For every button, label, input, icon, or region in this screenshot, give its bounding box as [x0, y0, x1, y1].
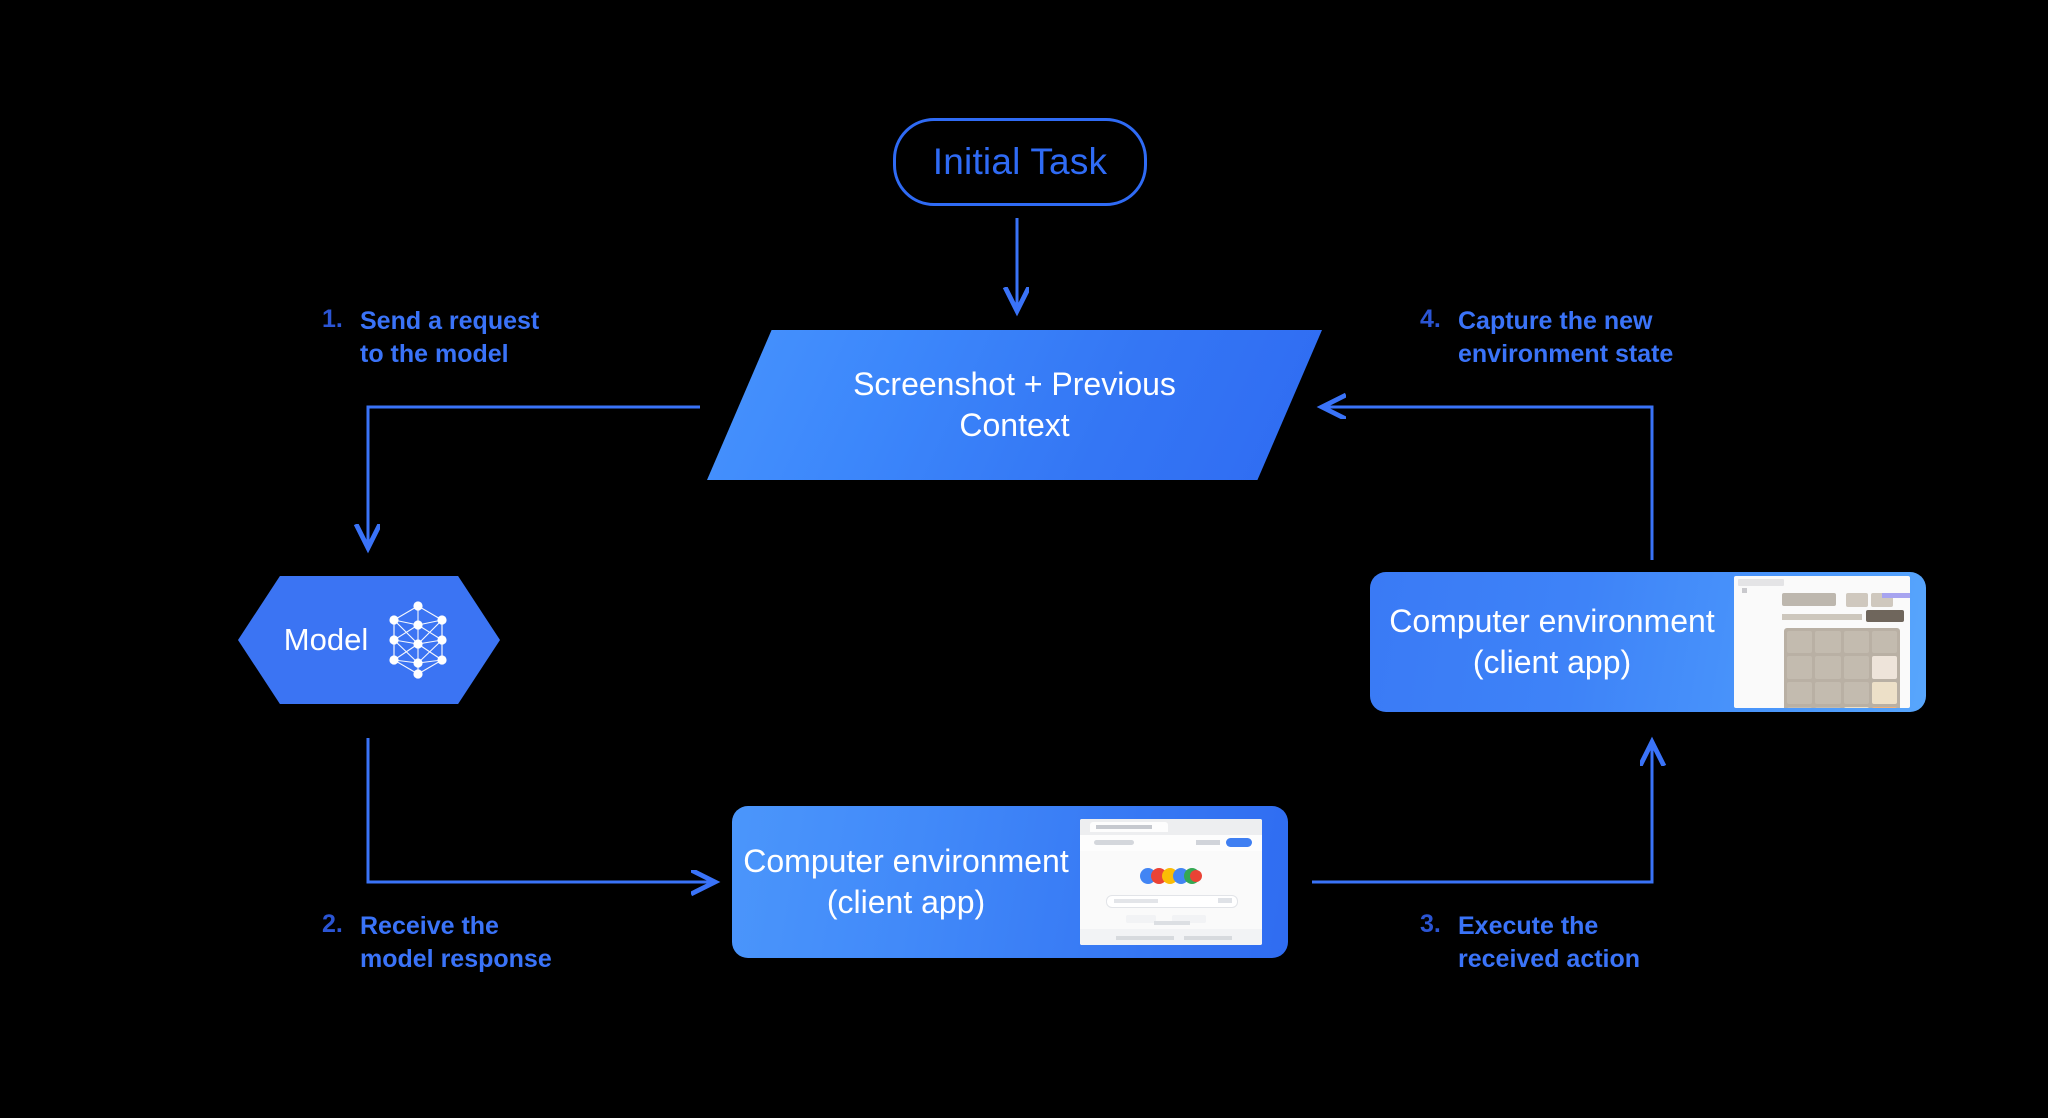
step-1-number: 1. [322, 305, 343, 333]
model-node-label: Model [283, 622, 369, 657]
initial-task-label: Initial Task [932, 141, 1108, 182]
wire-context-to-model [368, 405, 700, 545]
step-1-text: Send a request to the model [360, 307, 540, 368]
env-bottom-node[interactable]: Computer environment (client app) [732, 806, 1288, 958]
step-3-number: 3. [1420, 910, 1441, 938]
step-1-caption: 1. Send a request to the model [322, 305, 539, 371]
model-node[interactable]: Model [238, 576, 500, 704]
env-right-label: Computer environment (client app) [1389, 603, 1715, 680]
context-node[interactable]: Screenshot + Previous Context [707, 330, 1322, 480]
step-2-text: Receive the model response [360, 912, 552, 973]
step-2-caption: 2. Receive the model response [322, 910, 552, 976]
env-bottom-label: Computer environment (client app) [743, 843, 1069, 920]
env-right-node[interactable]: Computer environment (client app) [1370, 572, 1926, 712]
context-node-label: Screenshot + Previous Context [853, 366, 1176, 443]
step-2-number: 2. [322, 910, 343, 938]
step-3-text: Execute the received action [1458, 912, 1641, 973]
step-4-caption: 4. Capture the new environment state [1420, 305, 1673, 371]
step-4-number: 4. [1420, 305, 1441, 333]
initial-task-node[interactable]: Initial Task [893, 118, 1147, 206]
step-3-caption: 3. Execute the received action [1420, 910, 1640, 976]
google-logo-icon [1139, 865, 1203, 892]
wire-env-right-to-context [1325, 407, 1654, 560]
wire-model-to-env-bottom [366, 738, 712, 882]
neural-network-icon [382, 599, 454, 681]
thumbnail-2048-game [1734, 576, 1910, 708]
thumbnail-google-search [1080, 819, 1262, 945]
step-4-text: Capture the new environment state [1458, 307, 1674, 368]
wire-env-bottom-to-env-right [1312, 745, 1652, 884]
